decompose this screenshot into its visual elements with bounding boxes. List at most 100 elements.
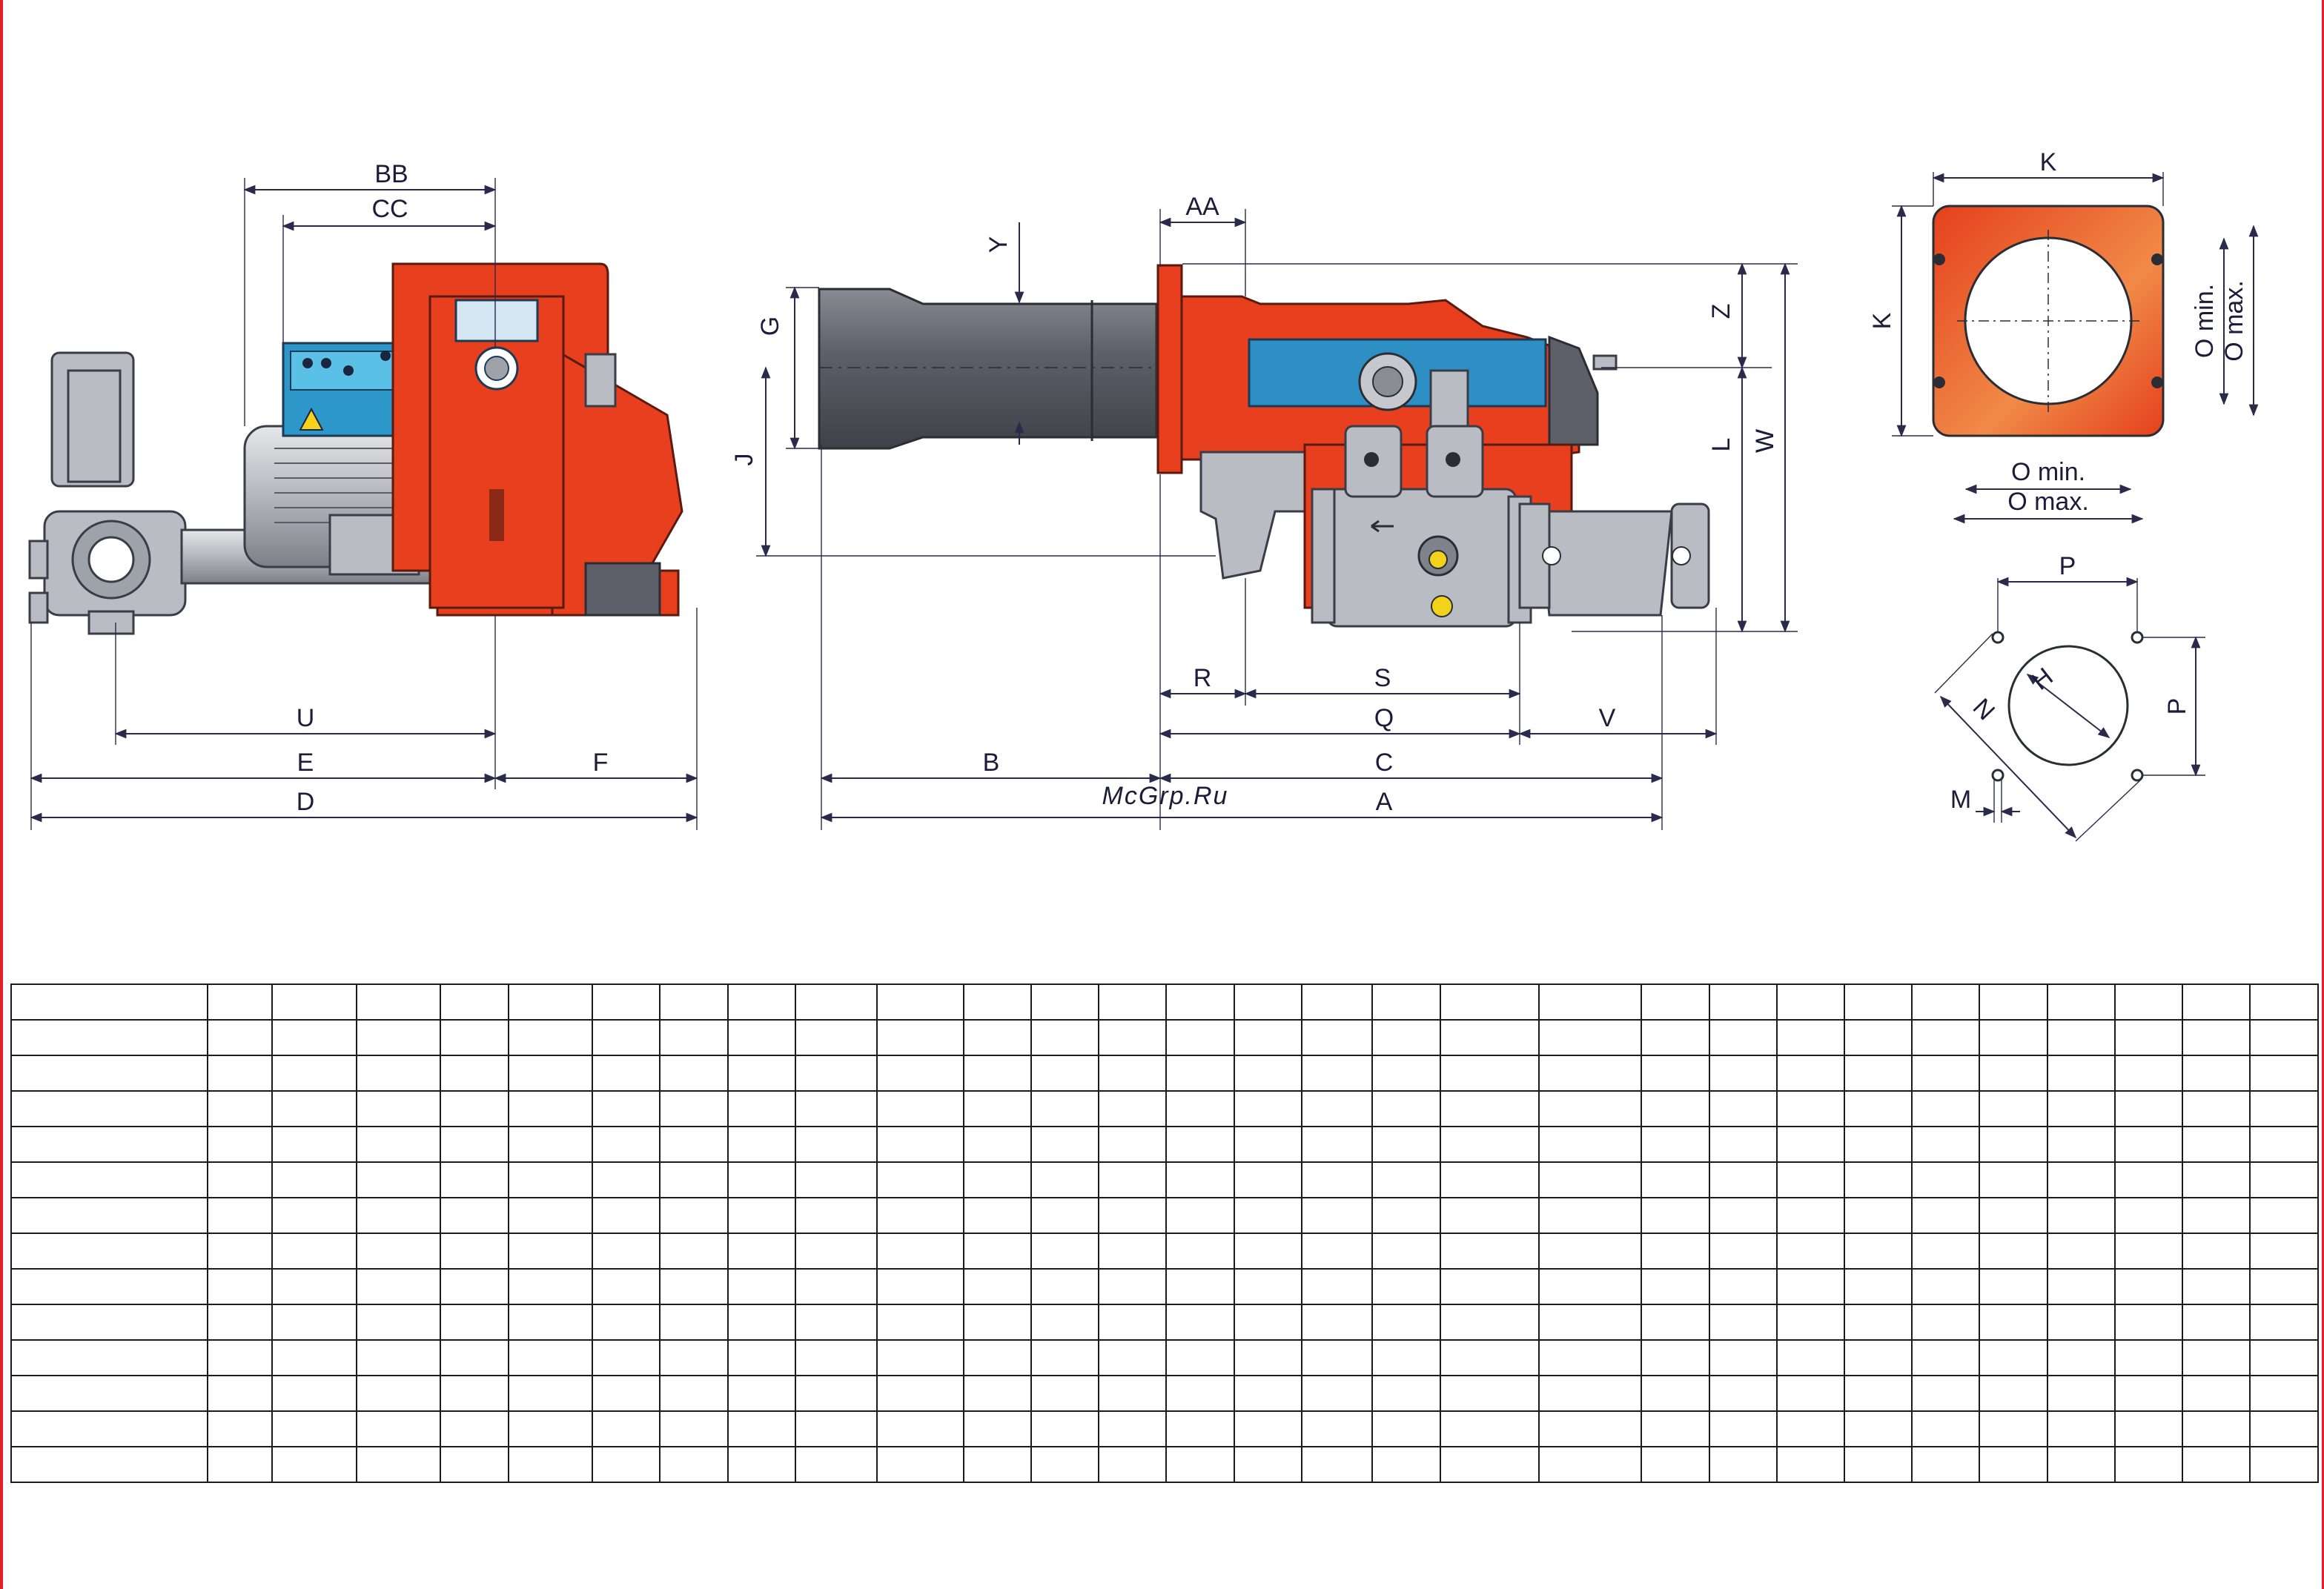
table-row xyxy=(10,1410,2319,1447)
table-cell xyxy=(2249,1019,2319,1056)
table-cell xyxy=(2113,983,2184,1021)
table-cell xyxy=(507,1339,594,1376)
table-cell xyxy=(1300,1446,1374,1483)
table-cell xyxy=(962,1197,1033,1234)
table-cell xyxy=(507,1410,594,1447)
dim-label-s: S xyxy=(1374,664,1391,692)
table-cell xyxy=(1371,1304,1441,1341)
table-cell xyxy=(1098,1233,1168,1270)
table-cell xyxy=(2113,1090,2184,1127)
table-cell xyxy=(10,1304,209,1341)
table-cell xyxy=(1233,1375,1302,1412)
table-cell xyxy=(1098,1090,1168,1127)
table-cell xyxy=(1098,1339,1168,1376)
table-cell xyxy=(1708,1446,1778,1483)
table-cell xyxy=(1233,983,1302,1021)
table-cell xyxy=(1098,1446,1168,1483)
table-cell xyxy=(2046,1126,2116,1163)
table-cell xyxy=(1165,1161,1235,1198)
table-cell xyxy=(659,1268,729,1305)
table-cell xyxy=(1979,1233,2048,1270)
table-cell xyxy=(1708,1126,1778,1163)
table-cell xyxy=(1165,983,1235,1021)
table-cell xyxy=(659,1019,729,1056)
table-cell xyxy=(10,1446,209,1483)
table-cell xyxy=(592,1268,661,1305)
table-cell xyxy=(355,1446,442,1483)
table-cell xyxy=(1371,1410,1441,1447)
table-cell xyxy=(1371,1055,1441,1092)
table-cell xyxy=(507,1090,594,1127)
table-cell xyxy=(1030,1304,1100,1341)
table-cell xyxy=(355,1233,442,1270)
table-cell xyxy=(10,1197,209,1234)
table-cell xyxy=(1843,1197,1913,1234)
table-cell xyxy=(1098,1304,1168,1341)
table-cell xyxy=(355,1304,442,1341)
table-cell xyxy=(440,1161,509,1198)
table-cell xyxy=(659,983,729,1021)
table-cell xyxy=(1641,1197,1710,1234)
table-cell xyxy=(962,1233,1033,1270)
table-cell xyxy=(2182,1304,2251,1341)
table-cell xyxy=(726,1233,796,1270)
table-cell xyxy=(1979,1339,2048,1376)
table-cell xyxy=(507,1055,594,1092)
table-cell xyxy=(1911,1375,1981,1412)
table-cell xyxy=(1979,1161,2048,1198)
table-cell xyxy=(440,1090,509,1127)
table-cell xyxy=(2182,1339,2251,1376)
gas-valve-assembly xyxy=(28,351,435,635)
table-cell xyxy=(507,1019,594,1056)
dim-label-w: W xyxy=(1751,429,1779,453)
table-cell xyxy=(962,983,1033,1021)
table-cell xyxy=(10,1161,209,1198)
table-cell xyxy=(592,1304,661,1341)
table-cell xyxy=(1843,1268,1913,1305)
table-cell xyxy=(1911,1090,1981,1127)
table-cell xyxy=(507,1446,594,1483)
dim-label-q: Q xyxy=(1374,704,1394,732)
gas-train-front xyxy=(1199,425,1710,628)
table-cell xyxy=(1030,1161,1100,1198)
table-cell xyxy=(1641,1410,1710,1447)
table-cell xyxy=(271,1090,357,1127)
table-cell xyxy=(592,1446,661,1483)
table-row xyxy=(10,1233,2319,1270)
table-cell xyxy=(1098,1268,1168,1305)
table-cell xyxy=(1439,1019,1540,1056)
dim-label-o-max-vertical: O max. xyxy=(2220,280,2248,362)
table-cell xyxy=(876,1339,964,1376)
table-cell xyxy=(876,1233,964,1270)
table-cell xyxy=(1300,1019,1374,1056)
table-cell xyxy=(1300,1339,1374,1376)
table-cell xyxy=(876,1446,964,1483)
table-cell xyxy=(1300,1410,1374,1447)
table-cell xyxy=(207,1019,274,1056)
table-cell xyxy=(1979,1268,2048,1305)
table-cell xyxy=(1911,1446,1981,1483)
table-cell xyxy=(507,1233,594,1270)
side-view: BB CC U E F D xyxy=(28,160,698,830)
table-cell xyxy=(440,1055,509,1092)
table-cell xyxy=(440,1375,509,1412)
table-cell xyxy=(271,1161,357,1198)
table-row xyxy=(10,1446,2319,1483)
table-cell xyxy=(1371,1019,1441,1056)
table-cell xyxy=(726,1055,796,1092)
table-cell xyxy=(440,1019,509,1056)
table-cell xyxy=(1439,1304,1540,1341)
table-cell xyxy=(659,1197,729,1234)
table-cell xyxy=(2249,1304,2319,1341)
table-cell xyxy=(2249,1410,2319,1447)
table-cell xyxy=(726,1268,796,1305)
table-cell xyxy=(1641,1375,1710,1412)
table-cell xyxy=(1979,1304,2048,1341)
table-cell xyxy=(2249,983,2319,1021)
table-cell xyxy=(1538,1161,1643,1198)
table-cell xyxy=(876,1375,964,1412)
table-cell xyxy=(726,1197,796,1234)
table-cell xyxy=(1911,1304,1981,1341)
table-cell xyxy=(1165,1055,1235,1092)
table-cell xyxy=(1641,1126,1710,1163)
